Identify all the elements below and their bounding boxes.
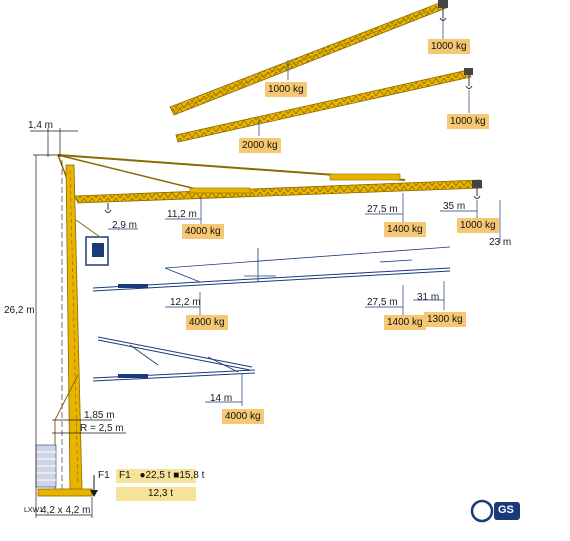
top-jib-load-mid: 1000 kg — [265, 82, 307, 97]
offset-top-label: 1,4 m — [28, 120, 54, 131]
main-load-1: 4000 kg — [182, 224, 224, 239]
gs-logo-text: GS — [498, 504, 514, 516]
force-label: F1 — [98, 470, 110, 481]
main-radius-2: 27,5 m — [367, 204, 398, 215]
fold1-load-1: 4000 kg — [186, 315, 228, 330]
mast-height-label: 26,2 m — [4, 305, 35, 316]
fold1-load-3: 1300 kg — [424, 312, 466, 327]
legend-f1-values: ●22,5 t ■15,8 t — [139, 470, 205, 481]
dimension-lines — [30, 128, 126, 518]
base-size-label: 4,2 x 4,2 m — [41, 505, 91, 516]
fold2-load-1: 4000 kg — [222, 409, 264, 424]
gs-logo — [470, 499, 520, 523]
main-jib — [74, 173, 501, 243]
main-load-2: 1400 kg — [384, 222, 426, 237]
tower-mast — [35, 160, 109, 497]
mast-radius-b: R = 2,5 m — [80, 423, 124, 434]
hook-height-label: 23 m — [489, 237, 512, 248]
legend-row-warn: 12,3 t — [116, 487, 196, 501]
top-jib-load: 1000 kg — [428, 39, 470, 54]
legend-f1-label: F1 — [119, 470, 131, 481]
top-jib-load-tip: 1000 kg — [447, 114, 489, 129]
fold1-radius-1: 12,2 m — [170, 297, 201, 308]
fold1-radius-2: 27,5 m — [367, 297, 398, 308]
legend-warn-value: 12,3 t — [148, 488, 174, 499]
main-radius-1: 11,2 m — [167, 209, 197, 220]
fold1-radius-3: 31 m — [417, 292, 440, 303]
fold2-radius-1: 14 m — [210, 393, 233, 404]
legend-row-f1: F1 ●22,5 t ■15,8 t — [116, 469, 204, 483]
base-code-label: LXW1 — [24, 507, 44, 514]
main-load-3: 1000 kg — [457, 218, 499, 233]
top-luffed-jib — [169, 0, 448, 116]
mast-radius-a: 1,85 m — [84, 410, 115, 421]
fold1-load-2: 1400 kg — [384, 315, 426, 330]
folded-jib-1 — [92, 246, 451, 318]
offset-mast-label: 2,9 m — [112, 220, 138, 231]
main-radius-3: 35 m — [443, 201, 466, 212]
middle-luffed-jib — [175, 68, 473, 143]
folded-jib-2 — [92, 336, 256, 406]
mid-jib-load: 2000 kg — [239, 138, 281, 153]
